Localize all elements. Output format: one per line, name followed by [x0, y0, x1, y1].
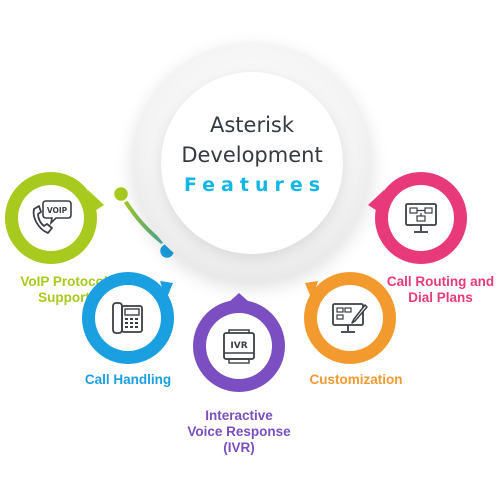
label-call-routing-line2: Dial Plans — [408, 290, 473, 305]
label-customization-line1: Customization — [309, 372, 403, 387]
label-call-routing-line1: Call Routing and — [386, 274, 495, 289]
label-voip: VoIP Protocol Support — [0, 274, 128, 306]
ivr-device-icon: IVR — [220, 329, 258, 365]
center-title: Asterisk Development Features — [151, 110, 353, 200]
monitor-routing-icon — [403, 201, 441, 235]
label-call-handling-line1: Call Handling — [84, 372, 172, 387]
label-call-routing: Call Routing and Dial Plans — [380, 274, 501, 306]
voip-icon-text: VOIP — [47, 206, 68, 215]
label-customization: Customization — [296, 372, 416, 388]
label-ivr-line2: Voice Response — [187, 424, 291, 439]
center-title-line3: Features — [183, 174, 327, 196]
center-title-line1: Asterisk — [209, 113, 295, 137]
center-inner-circle — [161, 72, 343, 254]
label-call-handling: Call Handling — [68, 372, 188, 388]
monitor-customize-icon — [331, 301, 369, 335]
center-title-line2: Development — [181, 143, 323, 167]
voip-phone-icon: VOIP — [28, 197, 74, 239]
desk-phone-icon — [110, 300, 146, 336]
ivr-icon-text: IVR — [230, 341, 247, 351]
label-voip-line1: VoIP Protocol — [20, 274, 108, 289]
arc-dot-voip — [111, 184, 131, 204]
label-ivr: Interactive Voice Response (IVR) — [168, 408, 310, 456]
label-ivr-line1: Interactive — [205, 408, 273, 423]
label-ivr-line3: (IVR) — [223, 440, 255, 455]
label-voip-line2: Support — [38, 290, 90, 305]
